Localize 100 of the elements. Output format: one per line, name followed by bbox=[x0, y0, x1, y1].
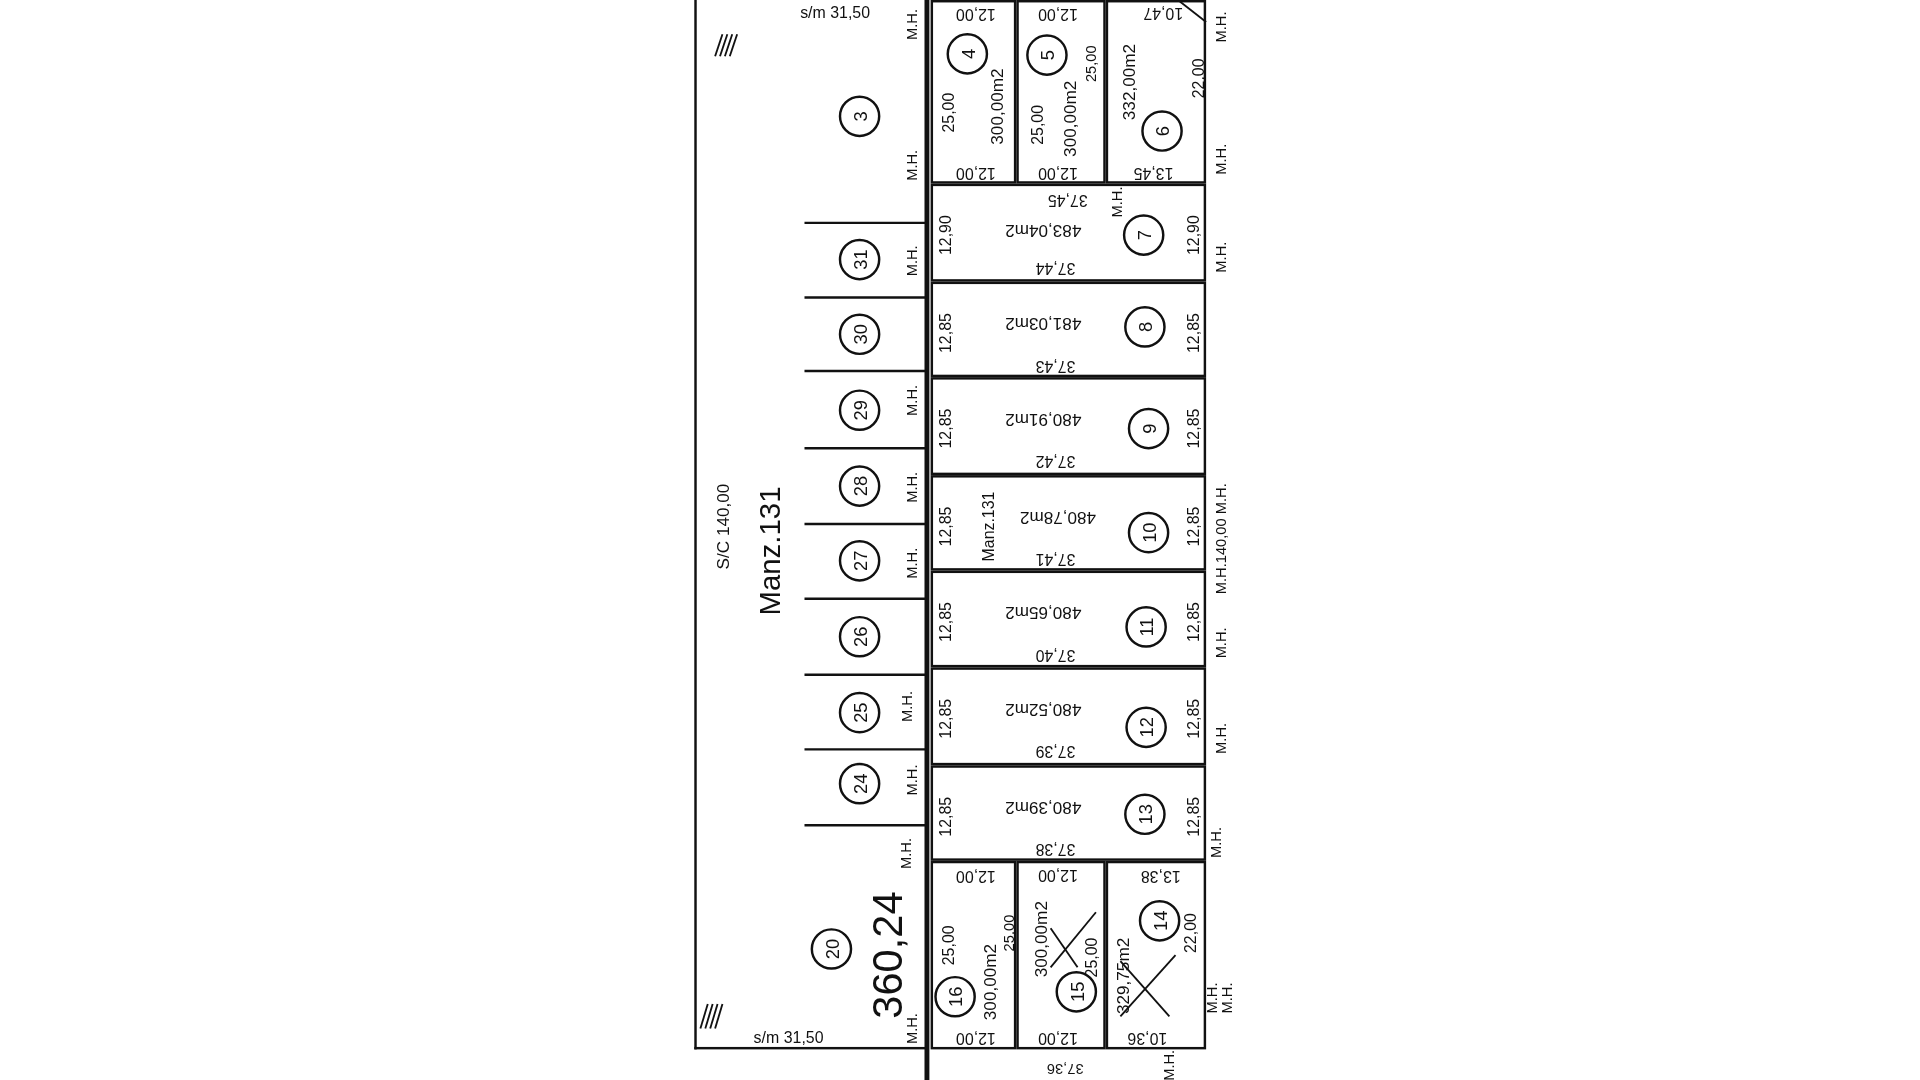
lot-number-circle: 30 bbox=[838, 313, 881, 356]
lot-parcel bbox=[930, 667, 1207, 766]
dimension-text: 37,40 bbox=[1035, 647, 1076, 664]
survey-mark-label: M.H. bbox=[904, 149, 920, 181]
area-text: 480,91m2 bbox=[1005, 411, 1082, 429]
dimension-text: 37,39 bbox=[1035, 743, 1076, 760]
survey-mark-label: M.H. bbox=[904, 384, 920, 416]
dimension-text: 12,85 bbox=[1185, 796, 1202, 837]
dimension-text: 12,00 bbox=[1038, 6, 1078, 23]
survey-mark-label: M.H. bbox=[900, 691, 915, 723]
area-text: 480,78m2 bbox=[1019, 509, 1097, 527]
area-text: 300,00m2 bbox=[1032, 901, 1050, 978]
survey-mark-label: M.H. bbox=[1213, 241, 1229, 273]
lot-number-circle: 12 bbox=[1125, 706, 1167, 749]
lot-number-circle: 28 bbox=[838, 465, 881, 507]
dimension-text: 37,44 bbox=[1035, 260, 1076, 277]
dimension-text: 12,85 bbox=[937, 796, 954, 837]
survey-mark-label: M.H. bbox=[1204, 982, 1220, 1014]
lot-number-circle: 29 bbox=[838, 389, 881, 431]
lot-number-circle: 11 bbox=[1125, 606, 1167, 648]
survey-mark-label: M.H.140,00 M.H. bbox=[1213, 483, 1229, 595]
dimension-text: 12,85 bbox=[1185, 698, 1202, 739]
dimension-text: 10,36 bbox=[1127, 1030, 1168, 1047]
dimension-text: 13,38 bbox=[1140, 868, 1181, 885]
lot-parcel bbox=[1105, 0, 1207, 184]
dimension-text: S/C 140,00 bbox=[713, 483, 731, 570]
dimension-text: 12,85 bbox=[937, 602, 954, 642]
survey-mark-label: M.H. bbox=[1213, 722, 1229, 754]
lot-number-circle: 27 bbox=[838, 540, 881, 582]
area-text: 483,04m2 bbox=[1005, 222, 1082, 240]
lot-number-circle: 8 bbox=[1124, 306, 1166, 348]
dimension-text: 12,00 bbox=[956, 165, 996, 182]
lot-number-circle: 7 bbox=[1122, 214, 1165, 256]
dimension-text: 12,00 bbox=[1038, 867, 1078, 884]
dimension-text: 12,85 bbox=[937, 506, 954, 547]
lot-number-circle: 16 bbox=[934, 975, 976, 1018]
survey-mark-label: M.H. bbox=[904, 471, 920, 503]
lot-number-circle: 26 bbox=[838, 615, 881, 658]
dimension-text: 12,85 bbox=[1185, 408, 1202, 449]
block-label: Manz.131 bbox=[980, 491, 997, 562]
lot-number-circle: 25 bbox=[838, 691, 881, 734]
area-text: 300,00m2 bbox=[1061, 80, 1079, 157]
lot-parcel bbox=[930, 570, 1207, 668]
area-text: 332,00m2 bbox=[1120, 43, 1138, 121]
dimension-text: 13,45 bbox=[1133, 165, 1174, 182]
survey-mark-label: M.H. bbox=[904, 8, 920, 40]
dimension-text: 12,85 bbox=[1185, 602, 1202, 642]
dimension-text: 12,90 bbox=[1185, 215, 1202, 256]
survey-mark-label: M.H. bbox=[1213, 627, 1229, 659]
survey-mark-label: M.H. bbox=[1213, 11, 1229, 43]
dimension-text: 37,36 bbox=[1046, 1061, 1084, 1077]
dimension-text: 37,38 bbox=[1035, 841, 1076, 858]
survey-mark-label: M.H. bbox=[1208, 826, 1224, 858]
dimension-text: 25,00 bbox=[1083, 937, 1099, 978]
dimension-text: 37,41 bbox=[1035, 551, 1076, 568]
lot-number-circle: 10 bbox=[1127, 511, 1170, 554]
dimension-text: 12,00 bbox=[956, 1030, 996, 1047]
dimension-text: 25,00 bbox=[1029, 104, 1046, 145]
lot-parcel bbox=[930, 860, 1017, 1050]
area-text: 300,00m2 bbox=[988, 68, 1006, 145]
dimension-text: 12,85 bbox=[1185, 313, 1202, 353]
area-text: 329,75m2 bbox=[1114, 937, 1132, 1015]
dimension-text: 12,00 bbox=[956, 868, 996, 885]
dimension-text: 22,00 bbox=[1190, 58, 1207, 99]
survey-mark-label: M.H. bbox=[1109, 186, 1125, 218]
area-text: 300,00m2 bbox=[980, 943, 998, 1021]
lot-number-circle: 6 bbox=[1141, 110, 1183, 152]
lot-parcel bbox=[1105, 860, 1207, 1050]
lot-parcel bbox=[930, 281, 1207, 378]
lot-number-circle: 20 bbox=[810, 928, 853, 970]
dimension-text: s/m 31,50 bbox=[800, 4, 871, 21]
lot-number-circle: 14 bbox=[1138, 900, 1181, 942]
dimension-text: 12,00 bbox=[956, 6, 996, 23]
survey-mark-label: M.H. bbox=[1213, 143, 1229, 175]
dimension-text: 12,00 bbox=[1038, 165, 1078, 182]
area-text: 480,52m2 bbox=[1005, 701, 1082, 719]
dimension-text: 12,00 bbox=[1038, 1030, 1078, 1047]
area-text: 481,03m2 bbox=[1005, 315, 1082, 334]
survey-mark-label: M.H. bbox=[1162, 1049, 1177, 1080]
lot-number-circle: 24 bbox=[838, 762, 881, 805]
lot-number-circle: 3 bbox=[838, 95, 881, 138]
lot-parcel bbox=[930, 0, 1017, 184]
lot-number-circle: 13 bbox=[1124, 793, 1166, 836]
lot-parcel bbox=[1016, 0, 1106, 184]
dimension-text: 25,00 bbox=[941, 925, 957, 966]
lot-parcel bbox=[930, 377, 1207, 476]
lot-number-circle: 31 bbox=[838, 238, 881, 281]
survey-mark-label: M.H. bbox=[904, 245, 920, 277]
survey-mark-label: M.H. bbox=[904, 764, 920, 796]
dimension-text: 12,85 bbox=[1185, 506, 1202, 547]
lot-number-circle: 9 bbox=[1127, 407, 1170, 450]
dimension-text: 12,85 bbox=[937, 698, 954, 739]
lot-parcel bbox=[930, 183, 1207, 282]
dimension-text: 25,00 bbox=[941, 92, 957, 133]
lot-parcel bbox=[930, 765, 1207, 861]
dimension-text: 37,43 bbox=[1035, 358, 1076, 375]
dimension-text: 12,90 bbox=[937, 215, 954, 256]
dimension-text: 25,00 bbox=[1083, 45, 1099, 83]
dimension-text: 25,00 bbox=[1001, 914, 1017, 952]
dimension-text: 12,85 bbox=[937, 313, 954, 353]
